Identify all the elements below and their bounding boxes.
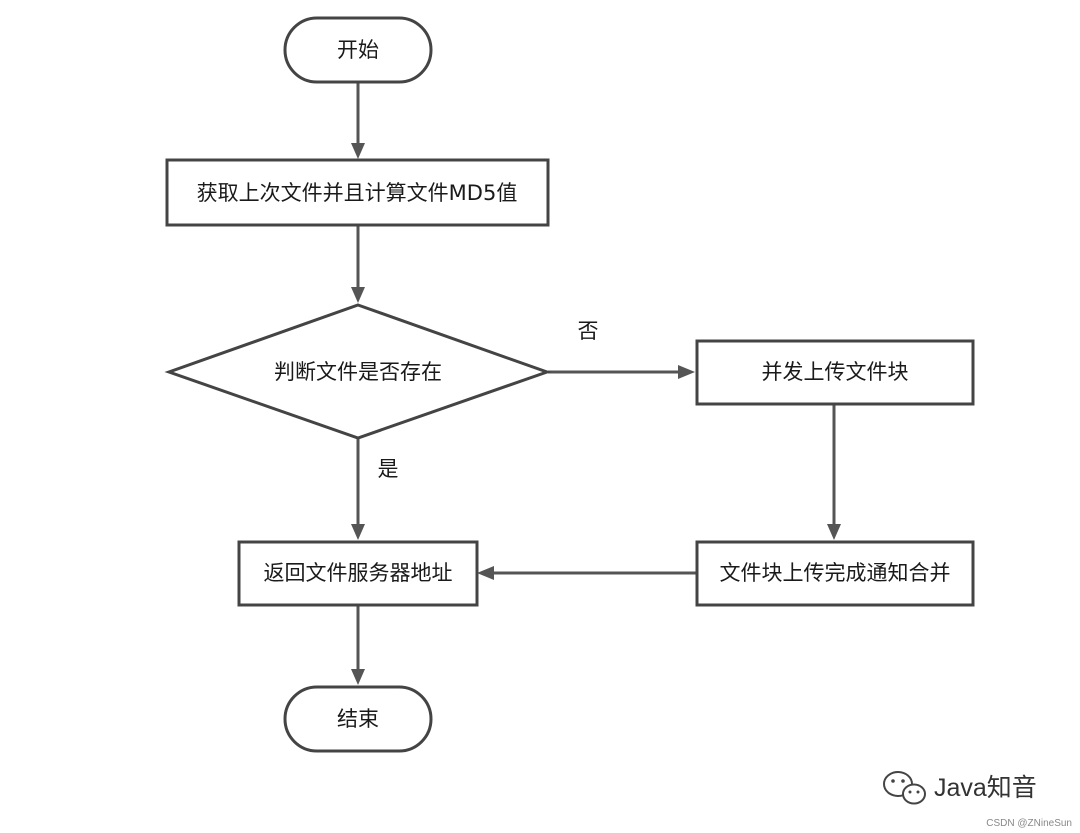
edge-decision-yes-to-return — [351, 439, 365, 540]
watermark-credit: CSDN @ZNineSun — [986, 818, 1072, 829]
node-upload-chunks: 并发上传文件块 — [695, 339, 975, 406]
edge-upload-to-notify — [827, 405, 841, 540]
node-compute-md5: 获取上次文件并且计算文件MD5值 — [165, 158, 550, 227]
edge-label-no: 否 — [578, 319, 599, 343]
watermark: Java知音 CSDN @ZNineSun — [883, 771, 1072, 829]
watermark-brand: Java知音 — [934, 774, 1037, 802]
node-notify-merge: 文件块上传完成通知合并 — [695, 540, 975, 607]
edge-notify-to-return — [477, 566, 696, 580]
edge-label-yes: 是 — [378, 457, 399, 481]
node-return-address: 返回文件服务器地址 — [237, 540, 479, 607]
edge-compute-to-decision — [351, 226, 365, 303]
node-file-exists-decision: 判断文件是否存在 — [164, 303, 552, 440]
node-end: 结束 — [283, 685, 433, 753]
node-compute-md5-label: 获取上次文件并且计算文件MD5值 — [197, 181, 518, 205]
node-file-exists-label: 判断文件是否存在 — [274, 360, 442, 384]
node-end-label: 结束 — [337, 707, 379, 731]
node-return-address-label: 返回文件服务器地址 — [264, 561, 453, 585]
edge-return-to-end — [351, 605, 365, 685]
node-upload-chunks-label: 并发上传文件块 — [762, 360, 909, 384]
node-notify-merge-label: 文件块上传完成通知合并 — [720, 561, 951, 585]
edge-start-to-compute — [351, 82, 365, 159]
node-start: 开始 — [283, 16, 433, 84]
edge-decision-no-to-upload — [548, 365, 695, 379]
node-start-label: 开始 — [337, 38, 379, 62]
wechat-icon — [883, 771, 926, 805]
